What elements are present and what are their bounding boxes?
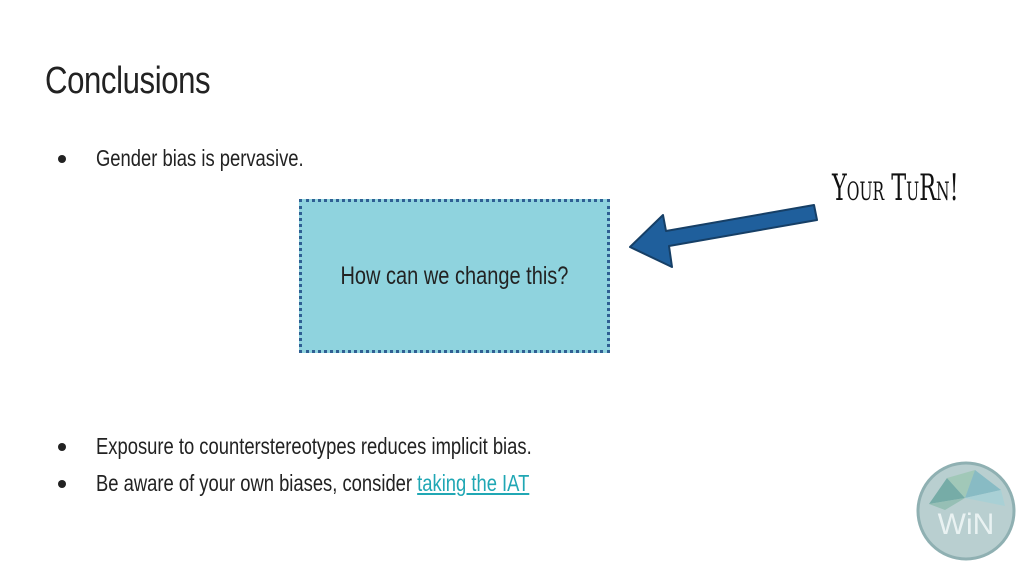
bullet-text-content: Be aware of your own biases, consider <box>96 470 418 496</box>
left-arrow-icon <box>629 204 818 268</box>
slide-title: Conclusions <box>45 60 211 102</box>
bullet-text: Be aware of your own biases, consider ta… <box>96 465 529 502</box>
bullet-dot-icon <box>58 155 66 163</box>
bullet-text: Exposure to counterstereotypes reduces i… <box>96 428 532 465</box>
bullet-text-content: Exposure to counterstereotypes reduces i… <box>96 433 532 459</box>
iat-link[interactable]: taking the IAT <box>417 470 530 496</box>
question-box: How can we change this? <box>299 199 610 353</box>
bullet-text: Gender bias is pervasive. <box>96 145 304 171</box>
your-turn-callout: Your TuRn! <box>832 168 959 209</box>
logo-text: WiN <box>938 508 995 541</box>
win-logo-icon: WiN <box>916 461 1016 561</box>
bullet-dot-icon <box>58 480 66 488</box>
bullet-dot-icon <box>58 443 66 451</box>
question-box-text: How can we change this? <box>340 261 569 290</box>
